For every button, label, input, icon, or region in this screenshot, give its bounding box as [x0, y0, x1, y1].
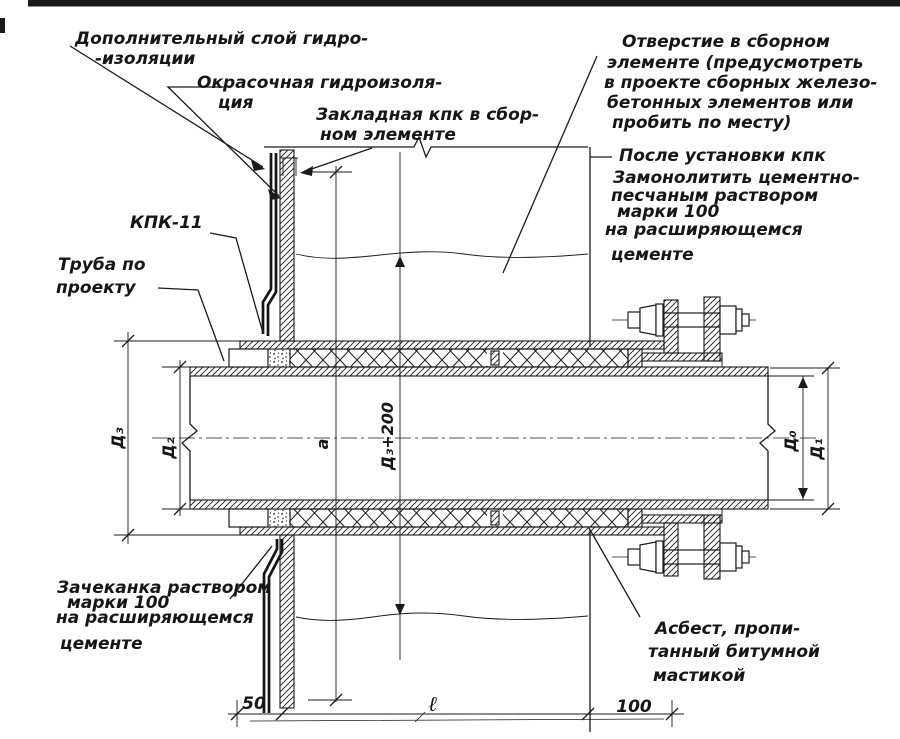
dimension-chain-bottom: 50 ℓ 100 [228, 691, 684, 727]
gland-ring-bottom [627, 508, 643, 528]
bolt-head-top [627, 311, 641, 329]
dimension-a: а [308, 165, 352, 707]
note-additional-waterproofing-2: -изоляции [95, 49, 195, 69]
note-embedded-kpk-1: Закладная кпк в сбор- [315, 105, 539, 125]
note-grout-4: марки 100 [617, 202, 720, 222]
note-asbestos-2: танный битумной [648, 642, 820, 662]
pipe [152, 366, 820, 510]
kpk-sleeve [228, 340, 723, 536]
note-grout-6: цементе [611, 245, 694, 265]
note-grout-1: После установки кпк [619, 146, 826, 166]
leader-opening [502, 55, 598, 274]
wall-top-edge-with-break [264, 135, 588, 159]
note-caulk-2: марки 100 [67, 593, 170, 613]
leader-kpk-model [209, 232, 264, 334]
note-paint-waterproofing-1: Окрасочная гидроизоля- [197, 73, 442, 93]
washer-left-bottom [655, 540, 664, 574]
flange-plate-left-top [663, 299, 679, 354]
dim-label-d3-plus-200: Д₃+200 [378, 402, 397, 471]
washer-right-top [735, 308, 743, 332]
dimension-d0: Д₀ [768, 375, 814, 501]
pipe-break-left [181, 376, 198, 500]
leader-asbestos-note [588, 527, 641, 618]
note-additional-waterproofing-1: Дополнительный слой гидро- [74, 29, 368, 49]
dim-label-50: 50 [242, 694, 266, 714]
dim-label-length: ℓ [429, 691, 438, 716]
note-pipe-2: проекту [56, 278, 137, 298]
sheet-border [0, 0, 900, 33]
stiffener-ring-top [490, 350, 500, 366]
caulk-mortar-top [267, 348, 291, 368]
dimension-d3: Д₃ [108, 332, 240, 544]
wall-break-wavy-lower [295, 612, 589, 621]
bolt-tip-top [741, 313, 750, 327]
arrowhead-paint-waterproofing [268, 189, 281, 200]
washer-right-bottom [735, 545, 743, 569]
bolt-assembly-top [612, 296, 756, 362]
note-paint-waterproofing-2: ция [218, 93, 254, 113]
bolt-tip-bottom [741, 550, 750, 564]
dimension-d3-plus-200: Д₃+200 [378, 152, 405, 660]
wall-section-lower [279, 534, 295, 709]
embedded-collar-top [281, 157, 298, 176]
caulk-mortar-bottom [267, 508, 291, 528]
bolt-assembly-bottom [612, 514, 756, 580]
leader-lines [69, 45, 641, 618]
dim-label-d1: Д₁ [807, 438, 826, 460]
wall-break-wavy-upper [295, 251, 589, 259]
note-opening-3: в проекте сборных железо- [604, 73, 877, 93]
note-pipe-1: Труба по [58, 255, 146, 275]
precast-wall [264, 135, 591, 732]
asbestos-packing-bottom [289, 508, 629, 528]
pipe-wall-top [189, 366, 769, 377]
gland-ring-top [627, 348, 643, 368]
sleeve-end-ring-left-top [228, 348, 269, 368]
flange-plate-left-bottom [663, 522, 679, 577]
note-grout-5: на расширяющемся [605, 220, 803, 240]
pipe-break-right [759, 376, 776, 500]
leader-pipe-note [157, 287, 225, 362]
note-opening-1: Отверстие в сборном [622, 32, 830, 52]
dim-label-a: а [313, 439, 332, 450]
flange-plate-right-top [703, 296, 721, 362]
note-grout-2: Замонолитить цементно- [612, 168, 860, 188]
wall-section-upper [279, 149, 295, 342]
dim-label-d3: Д₃ [108, 427, 127, 449]
stiffener-ring-bottom [490, 510, 500, 526]
dim-label-100: 100 [616, 697, 652, 717]
note-opening-2: элементе (предусмотреть [607, 53, 863, 73]
arrowhead-additional-waterproofing [251, 160, 265, 171]
washer-left-top [655, 303, 664, 337]
arrowhead-embedded-kpk [300, 166, 313, 176]
note-caulk-1: Зачеканка раствором [56, 578, 271, 598]
sleeve-shell-top [239, 340, 665, 350]
sleeve-shell-bottom [239, 526, 665, 536]
nut-left-top [639, 304, 657, 336]
nut-left-bottom [639, 541, 657, 573]
note-opening-4: бетонных элементов или [607, 93, 853, 113]
nut-right-bottom [719, 542, 737, 572]
notes: Дополнительный слой гидро- -изоляции Окр… [56, 29, 877, 686]
note-grout-3: песчаным раствором [611, 186, 818, 206]
pipe-wall-bottom [189, 499, 769, 510]
leader-caulk-note [229, 545, 273, 600]
note-kpk-model: КПК-11 [130, 213, 203, 233]
note-caulk-3: на расширяющемся [56, 608, 254, 628]
dimension-d1: Д₁ [770, 361, 840, 516]
note-embedded-kpk-2: ном элементе [320, 125, 456, 145]
nut-right-top [719, 305, 737, 335]
note-opening-5: пробить по месту) [612, 113, 791, 133]
bolt-head-bottom [627, 548, 641, 566]
flange-plate-right-bottom [703, 514, 721, 580]
sleeve-end-ring-left-bottom [228, 508, 269, 528]
dim-label-d2: Д₂ [159, 437, 178, 459]
note-asbestos-1: Асбест, пропи- [653, 619, 800, 639]
waterproofing-layers [261, 153, 284, 713]
note-asbestos-3: мастикой [653, 666, 745, 686]
dimension-d2: Д₂ [159, 360, 200, 516]
dim-label-d0: Д₀ [781, 430, 800, 452]
asbestos-packing-top [289, 348, 629, 368]
note-caulk-4: цементе [60, 634, 143, 654]
